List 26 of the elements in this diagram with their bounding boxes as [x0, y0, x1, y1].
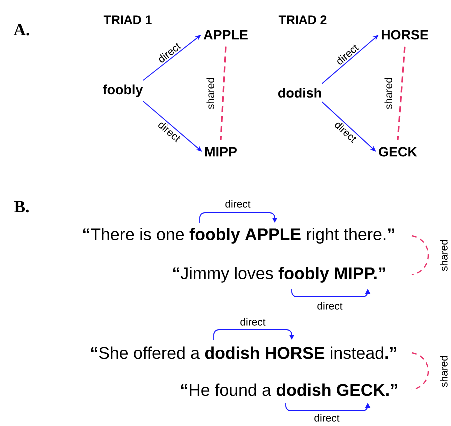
dashed-bracket [412, 235, 430, 276]
word: MIPP [205, 147, 237, 157]
triad-heading: TRIAD 1 [104, 16, 152, 24]
arc-label: direct [318, 302, 343, 310]
sentence: “He found a dodish GECK.” [181, 384, 398, 396]
edge-label: shared [440, 356, 448, 388]
sentence: “She offered a dodish HORSE instead.” [91, 346, 396, 360]
word: HORSE [382, 30, 428, 40]
arc-label: direct [314, 414, 340, 422]
word: APPLE [204, 30, 248, 40]
panel-label: A. [14, 24, 30, 36]
word: foobly [103, 84, 144, 98]
word: dodish [278, 88, 322, 98]
arc-label: direct [226, 200, 251, 208]
dashed-line [220, 46, 227, 140]
dashed-line [397, 46, 406, 140]
dashed-bracket [412, 352, 430, 391]
arc-label: direct [240, 318, 266, 326]
sentence: “There is one foobly APPLE right there.” [83, 228, 394, 244]
panel-label: B. [14, 201, 30, 213]
word: GECK [379, 147, 418, 157]
sentence: “Jimmy loves foobly MIPP.” [173, 267, 386, 283]
edge-label: shared [384, 78, 392, 110]
edge-label: shared [440, 240, 448, 272]
triad-heading: TRIAD 2 [278, 16, 327, 24]
edge-label: shared [206, 78, 214, 110]
